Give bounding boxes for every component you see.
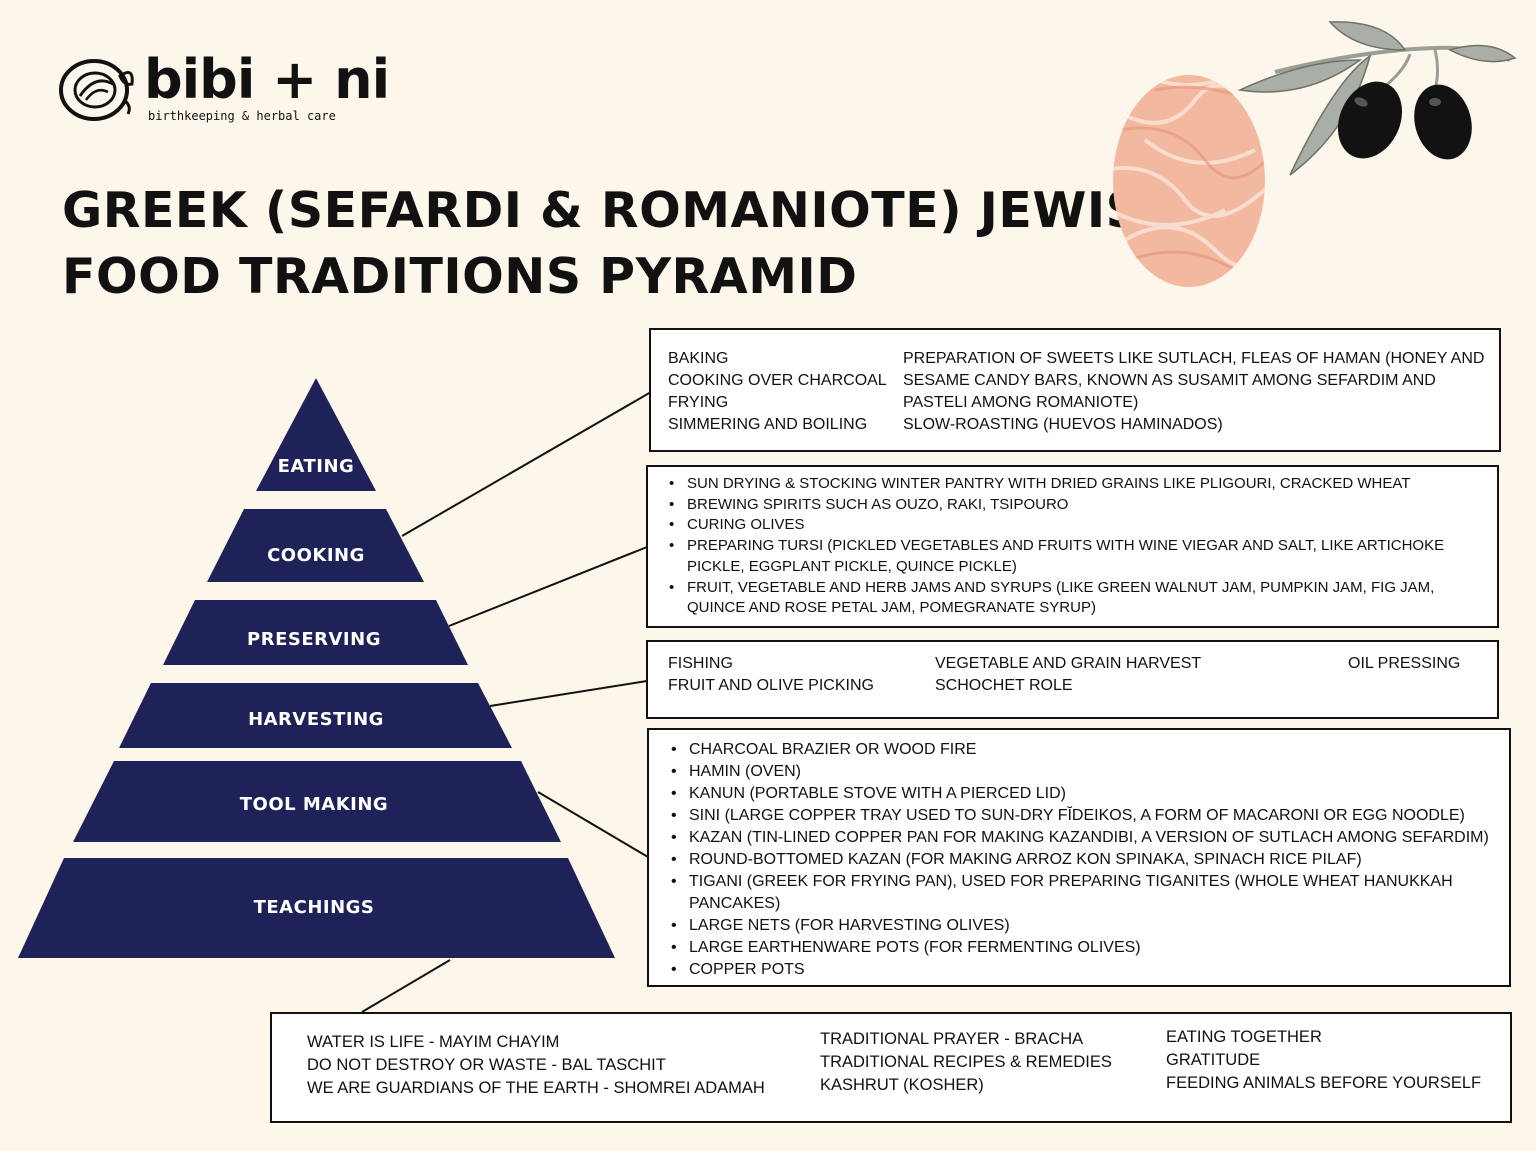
pyramid-tier-eating: EATING [256, 378, 376, 491]
list-item: KAZAN (TIN-LINED COPPER PAN FOR MAKING K… [667, 827, 1501, 849]
harvesting-column-3: OIL PRESSING [1348, 653, 1460, 675]
list-item: CHARCOAL BRAZIER OR WOOD FIRE [667, 739, 1501, 761]
title-line-2: FOOD TRADITIONS PYRAMID [62, 248, 858, 305]
list-item: SINI (LARGE COPPER TRAY USED TO SUN-DRY … [667, 805, 1501, 827]
title-line-1: GREEK (SEFARDI & ROMANIOTE) JEWISH [62, 182, 1183, 239]
tool-making-details-box: CHARCOAL BRAZIER OR WOOD FIRE HAMIN (OVE… [647, 728, 1511, 987]
egg-and-olive-branch-illustration [1113, 21, 1517, 287]
list-item: OIL PRESSING [1348, 655, 1461, 672]
list-item: HAMIN (OVEN) [667, 761, 1501, 783]
connector-teachings [361, 959, 451, 1013]
list-item: KANUN (PORTABLE STOVE WITH A PIERCED LID… [667, 783, 1501, 805]
list-item: BREWING SPIRITS SUCH AS OUZO, RAKI, TSIP… [665, 495, 1487, 516]
list-item: FEEDING ANIMALS BEFORE YOURSELF [1166, 1074, 1482, 1092]
harvesting-column-1: FISHING FRUIT AND OLIVE PICKING [668, 653, 874, 697]
teachings-column-1: WATER IS LIFE - MAYIM CHAYIM DO NOT DEST… [307, 1031, 765, 1100]
list-item: VEGETABLE AND GRAIN HARVEST [935, 655, 1202, 672]
brand-tagline: birthkeeping & herbal care [148, 109, 336, 123]
connector-eating [401, 391, 652, 537]
list-item: COOKING OVER CHARCOAL [668, 372, 887, 389]
list-item: FRYING [668, 394, 729, 411]
connector-tools [537, 791, 649, 858]
preserving-details-box: SUN DRYING & STOCKING WINTER PANTRY WITH… [646, 465, 1499, 628]
list-item: LARGE EARTHENWARE POTS (FOR FERMENTING O… [667, 937, 1501, 959]
harvesting-column-2: VEGETABLE AND GRAIN HARVEST SCHOCHET ROL… [935, 653, 1201, 697]
list-item: CURING OLIVES [665, 515, 1487, 536]
list-item: TRADITIONAL RECIPES & REMEDIES [820, 1053, 1112, 1071]
page-title: GREEK (SEFARDI & ROMANIOTE) JEWISH FOOD … [62, 178, 1183, 310]
list-item: KASHRUT (KOSHER) [820, 1076, 984, 1094]
eating-details-box: BAKING COOKING OVER CHARCOAL FRYING SIMM… [649, 328, 1501, 452]
list-item: SCHOCHET ROLE [935, 677, 1073, 694]
connector-preserving [448, 546, 648, 627]
list-item: SLOW-ROASTING (HUEVOS HAMINADOS) [903, 416, 1223, 433]
list-item: WE ARE GUARDIANS OF THE EARTH - SHOMREI … [307, 1079, 765, 1097]
list-item: TRADITIONAL PRAYER - BRACHA [820, 1030, 1084, 1048]
list-item: ROUND-BOTTOMED KAZAN (FOR MAKING ARROZ K… [667, 849, 1501, 871]
tier-label-harvesting: HARVESTING [248, 709, 384, 730]
list-item: SUN DRYING & STOCKING WINTER PANTRY WITH… [665, 474, 1487, 495]
list-item: TIGANI (GREEK FOR FRYING PAN), USED FOR … [667, 871, 1501, 915]
connector-harvesting [489, 680, 648, 707]
leaf-seed-logo-icon [59, 59, 134, 121]
list-item: EATING TOGETHER [1166, 1028, 1322, 1046]
list-item: FRUIT, VEGETABLE AND HERB JAMS AND SYRUP… [665, 578, 1487, 619]
preserving-list: SUN DRYING & STOCKING WINTER PANTRY WITH… [665, 474, 1487, 619]
brand-name: bibi + ni [144, 48, 390, 111]
list-item: PREPARATION OF SWEETS LIKE SUTLACH, FLEA… [903, 350, 1485, 367]
olives-icon [1337, 81, 1472, 160]
eating-methods-column: BAKING COOKING OVER CHARCOAL FRYING SIMM… [668, 348, 887, 436]
list-item: PREPARING TURSI (PICKLED VEGETABLES AND … [665, 536, 1487, 577]
tier-label-cooking: COOKING [267, 545, 365, 566]
teachings-column-3: EATING TOGETHER GRATITUDE FEEDING ANIMAL… [1166, 1026, 1481, 1095]
tools-list: CHARCOAL BRAZIER OR WOOD FIRE HAMIN (OVE… [667, 739, 1501, 981]
list-item: WATER IS LIFE - MAYIM CHAYIM [307, 1033, 560, 1051]
tier-label-preserving: PRESERVING [247, 629, 381, 650]
teachings-details-box: WATER IS LIFE - MAYIM CHAYIM DO NOT DEST… [270, 1012, 1512, 1123]
connector-lines [361, 391, 652, 1013]
list-item: COPPER POTS [667, 959, 1501, 981]
teachings-column-2: TRADITIONAL PRAYER - BRACHA TRADITIONAL … [820, 1028, 1112, 1097]
eating-sweets-column: PREPARATION OF SWEETS LIKE SUTLACH, FLEA… [903, 348, 1484, 436]
brand-logo: bibi + ni birthkeeping & herbal care [58, 48, 390, 132]
tier-label-eating: EATING [278, 456, 355, 477]
list-item: LARGE NETS (FOR HARVESTING OLIVES) [667, 915, 1501, 937]
list-item: GRATITUDE [1166, 1051, 1261, 1069]
harvesting-details-box: FISHING FRUIT AND OLIVE PICKING VEGETABL… [646, 640, 1499, 719]
list-item: BAKING [668, 350, 729, 367]
olive-branch-icon [1237, 21, 1517, 176]
tier-label-teachings: TEACHINGS [254, 897, 375, 918]
list-item: SESAME CANDY BARS, KNOWN AS SUSAMIT AMON… [903, 372, 1436, 389]
tier-label-tool-making: TOOL MAKING [240, 794, 388, 815]
list-item: PASTELI AMONG ROMANIOTE) [903, 394, 1139, 411]
pyramid-tier-preserving: PRESERVING [163, 600, 468, 665]
pyramid-tier-harvesting: HARVESTING [119, 683, 512, 748]
pyramid-tier-teachings: TEACHINGS [18, 858, 615, 958]
list-item: SIMMERING AND BOILING [668, 416, 868, 433]
pyramid-tier-cooking: COOKING [207, 509, 424, 582]
pyramid-tier-tool-making: TOOL MAKING [73, 761, 561, 842]
list-item: FRUIT AND OLIVE PICKING [668, 677, 874, 694]
list-item: FISHING [668, 655, 733, 672]
list-item: DO NOT DESTROY OR WASTE - BAL TASCHIT [307, 1056, 666, 1074]
